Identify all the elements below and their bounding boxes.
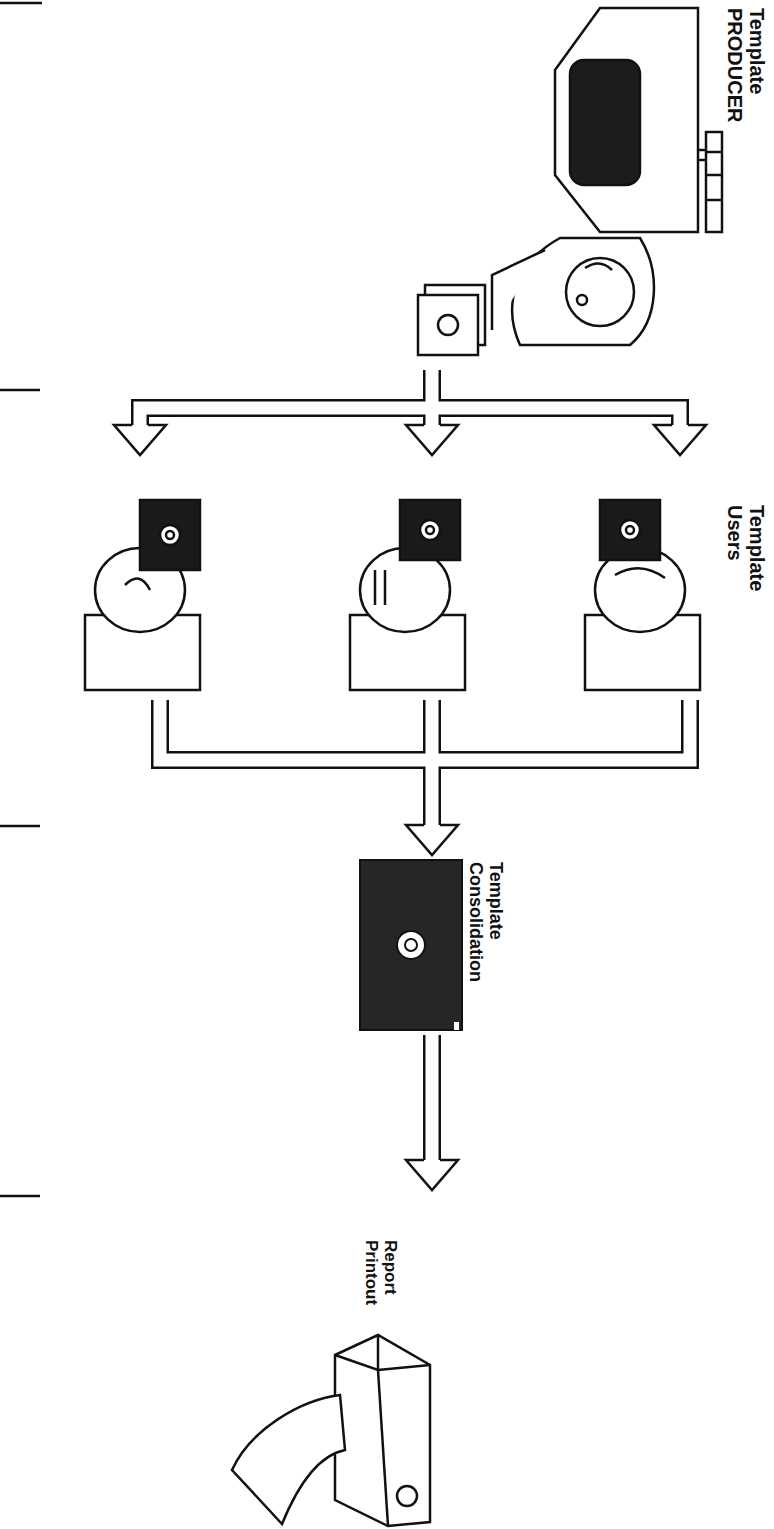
stage-label: Template Users [724, 505, 768, 605]
floppy-disk [360, 860, 462, 1030]
stage-node: Template PRODUCER [400, 0, 772, 370]
arrow-head [406, 425, 458, 455]
stage-node: Template Users [80, 455, 772, 700]
flow-arrow [160, 700, 690, 855]
user-figure [350, 500, 465, 690]
arrow-head [654, 425, 706, 455]
arrow-fill [160, 700, 432, 760]
margin-marks [0, 3, 42, 1196]
arrow-fill [426, 760, 439, 827]
arrow-outline [140, 408, 432, 427]
arrow-head [114, 425, 166, 455]
arrow-head [406, 1160, 458, 1190]
stage-label: Report Printout [362, 1240, 400, 1330]
arrow-fill [432, 408, 680, 427]
stage-node: Template Consolidation [330, 855, 510, 1035]
printer-illustration [232, 1335, 430, 1526]
producer-illustration [418, 8, 722, 355]
arrow-outline [423, 760, 441, 827]
user-figure [585, 500, 700, 690]
flow-arrow [406, 1035, 458, 1190]
arrow-outline [432, 700, 690, 760]
arrow-outline [423, 700, 441, 760]
arrow-fill [432, 700, 690, 760]
arrow-head [406, 825, 458, 855]
arrow-outline [160, 700, 432, 760]
user-figure [85, 500, 200, 690]
stage-label: Template PRODUCER [724, 8, 768, 128]
arrow-outline [423, 1035, 441, 1162]
arrow-fill [426, 1035, 439, 1162]
arrow-fill [426, 700, 439, 760]
stage-node: Report Printout [220, 1190, 440, 1525]
arrow-outline [432, 408, 680, 427]
flow-arrow [114, 370, 706, 455]
stage-label: Template Consolidation [466, 862, 506, 1012]
arrow-fill [140, 408, 432, 427]
users-illustration [85, 500, 700, 690]
